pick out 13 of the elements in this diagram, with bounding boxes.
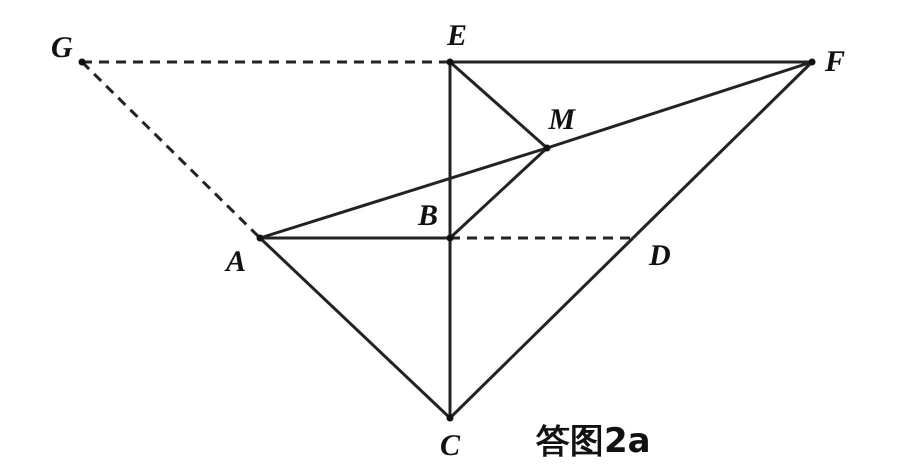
- point-label: E: [447, 21, 468, 51]
- point-label: D: [649, 241, 671, 271]
- point-label: F: [825, 47, 846, 77]
- figure-caption: 答图2a: [536, 422, 651, 460]
- point-label: B: [418, 201, 438, 231]
- line-segment: [449, 60, 548, 150]
- line-segment: [258, 236, 452, 420]
- line-segment: [448, 236, 634, 420]
- dashed-segment: [80, 60, 262, 240]
- point-label: G: [51, 33, 73, 63]
- point-label: M: [548, 105, 576, 135]
- point-label: C: [440, 431, 460, 461]
- point-label: A: [226, 247, 246, 277]
